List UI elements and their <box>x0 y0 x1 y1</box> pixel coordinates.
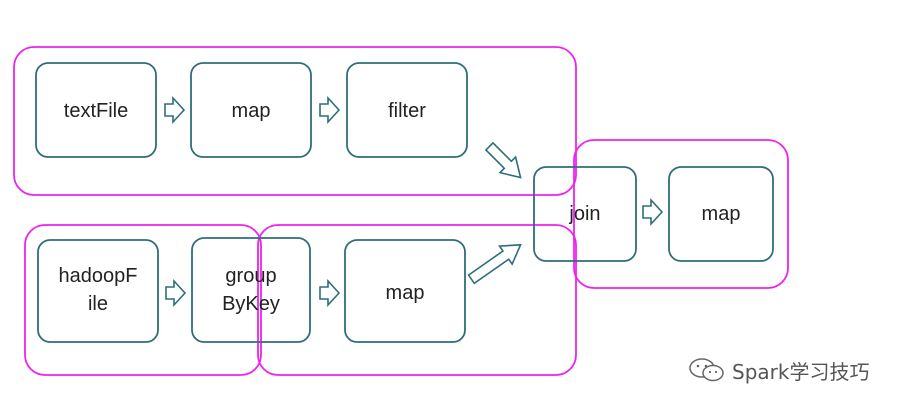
watermark: Spark学习技巧 <box>688 356 869 384</box>
arrow-hadoopfile-to-groupbykey <box>165 278 187 308</box>
node-hadoopfile: hadoopF ile <box>37 239 159 343</box>
node-map-2: map <box>344 239 466 343</box>
arrow-textfile-to-map <box>164 95 186 125</box>
node-map-3: map <box>668 166 774 262</box>
stage-outline-bottom-left <box>24 224 262 376</box>
node-join-label: join <box>568 203 600 225</box>
node-textfile-label: textFile <box>64 100 128 122</box>
node-groupbykey: group ByKey <box>191 237 311 343</box>
stage-outline-join <box>573 139 789 289</box>
arrow-map-to-filter <box>319 95 341 125</box>
node-join: join <box>533 166 637 262</box>
arrow-map-to-join <box>467 243 522 285</box>
stage-outline-top <box>13 46 577 196</box>
node-hadoopfile-label-line2: ile <box>88 293 108 315</box>
arrow-filter-to-join <box>484 141 522 179</box>
node-groupbykey-label-line1: group <box>225 265 276 287</box>
node-map-1-label: map <box>232 100 271 122</box>
wechat-icon <box>689 358 724 382</box>
arrow-groupbykey-to-map <box>319 278 341 308</box>
stage-outline-bottom-right <box>257 224 577 376</box>
node-textfile: textFile <box>35 62 157 158</box>
node-groupbykey-label-line2: ByKey <box>222 293 280 315</box>
node-map-1: map <box>190 62 312 158</box>
node-map-2-label: map <box>386 282 425 304</box>
node-filter: filter <box>346 62 468 158</box>
node-map-3-label: map <box>702 203 741 225</box>
arrow-join-to-map <box>642 197 664 227</box>
watermark-text: Spark学习技巧 <box>732 359 870 384</box>
node-filter-label: filter <box>388 100 426 122</box>
node-hadoopfile-label-line1: hadoopF <box>59 265 138 287</box>
